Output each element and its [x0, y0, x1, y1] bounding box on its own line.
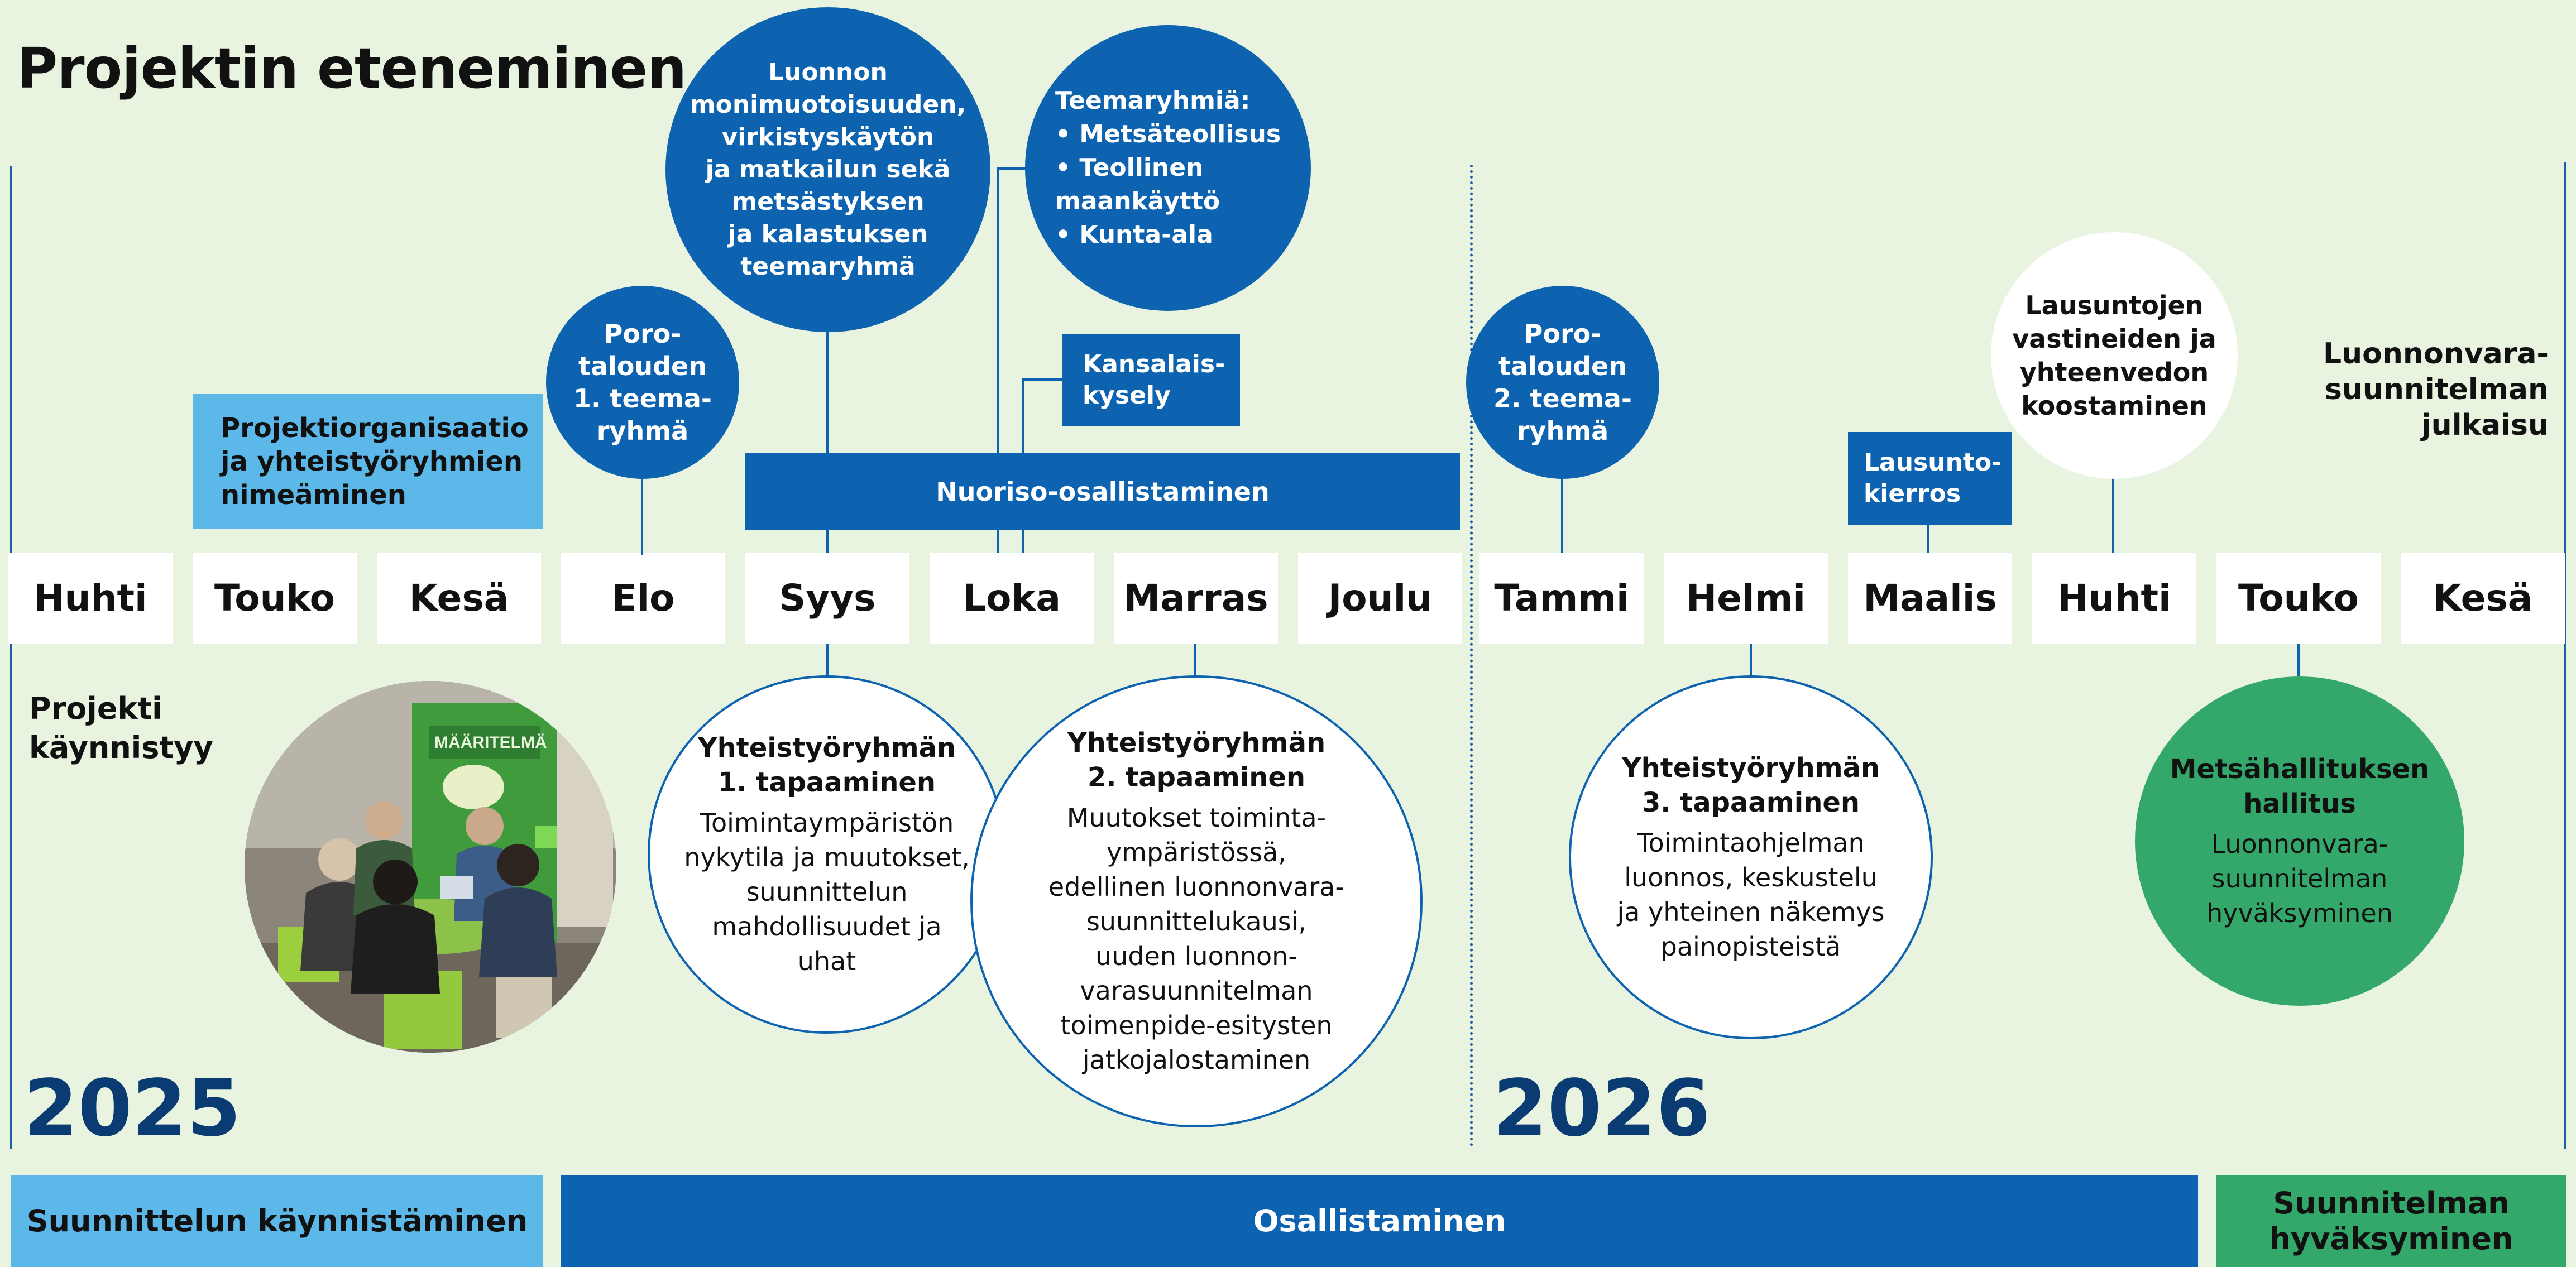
- projektiorganisaatio-box: Projektiorganisaatio ja yhteistyöryhmien…: [193, 394, 543, 529]
- month-syys: Syys: [745, 553, 909, 644]
- meeting2-title: Yhteistyöryhmän 2. tapaaminen: [1067, 727, 1326, 793]
- timeline-left-edge: [10, 166, 12, 1149]
- month-kesa-2026: Kesä: [2401, 553, 2565, 644]
- year-2025: 2025: [23, 1063, 241, 1154]
- nuoriso-osallistaminen-bar: Nuoriso-osallistaminen: [745, 453, 1460, 530]
- kansalaiskysely-connector-horizontal: [1022, 378, 1064, 381]
- projekti-kaynnistyy-label: Projekti käynnistyy: [29, 691, 213, 765]
- page-title: Projektin eteneminen: [17, 36, 687, 101]
- month-kesa-2025: Kesä: [377, 553, 541, 644]
- month-touko-2025: Touko: [193, 553, 357, 644]
- hallitus-connector: [2297, 644, 2300, 677]
- teemaryhmia-connector-horizontal: [997, 167, 1030, 170]
- teemaryhmia-label: Teemaryhmiä: • Metsäteollisus • Teolline…: [1055, 87, 1281, 249]
- meeting2-body: Muutokset toiminta- ympäristössä, edelli…: [1048, 803, 1345, 1075]
- lausuntojen-label: Lausuntojen vastineiden ja yhteenvedon k…: [2012, 290, 2216, 421]
- meeting3-title: Yhteistyöryhmän 3. tapaaminen: [1621, 752, 1880, 818]
- meeting1-body: Toimintaympäristön nykytila ja muutokset…: [684, 808, 970, 976]
- luonnon-teemaryhma-circle: Luonnon monimuotoisuuden, virkistyskäytö…: [665, 7, 990, 332]
- year-divider: [1470, 165, 1473, 1147]
- meeting2-connector: [1194, 644, 1196, 677]
- lausuntokierros-connector: [1927, 522, 1929, 553]
- timeline-right-edge: [2564, 162, 2566, 1149]
- lausuntokierros-box: Lausunto- kierros: [1848, 432, 2012, 525]
- meeting1-connector: [826, 644, 829, 677]
- photo-circle: MÄÄRITELMÄ: [245, 681, 616, 1053]
- phase-osallistaminen: Osallistaminen: [561, 1175, 2198, 1267]
- poro2-label: Poro- talouden 2. teema- ryhmä: [1493, 319, 1632, 446]
- month-marras: Marras: [1114, 553, 1278, 644]
- month-huhti-2025: Huhti: [8, 553, 173, 644]
- phase-hyvaksyminen: Suunnitelman hyväksyminen: [2216, 1175, 2566, 1267]
- meeting3-body: Toimintaohjelman luonnos, keskustelu ja …: [1617, 828, 1885, 962]
- year-2026: 2026: [1493, 1063, 1711, 1154]
- poro2-connector: [1561, 474, 1563, 553]
- lausuntojen-circle: Lausuntojen vastineiden ja yhteenvedon k…: [1991, 232, 2238, 479]
- meeting2-circle: Yhteistyöryhmän 2. tapaaminen Muutokset …: [970, 675, 1423, 1127]
- julkaisu-label: Luonnonvara- suunnitelman julkaisu: [2323, 337, 2549, 442]
- month-elo: Elo: [561, 553, 725, 644]
- poro1-circle: Poro- talouden 1. teema- ryhmä: [546, 286, 739, 479]
- poro2-circle: Poro- talouden 2. teema- ryhmä: [1466, 286, 1659, 479]
- hallitus-title: Metsähallituksen hallitus: [2170, 754, 2430, 819]
- phase-kaynnistaminen: Suunnittelun käynnistäminen: [11, 1175, 543, 1267]
- kansalaiskysely-box: Kansalais- kysely: [1062, 334, 1240, 426]
- meeting3-circle: Yhteistyöryhmän 3. tapaaminen Toimintaoh…: [1569, 675, 1933, 1039]
- meeting3-connector: [1750, 644, 1752, 677]
- month-touko-2026: Touko: [2216, 553, 2381, 644]
- month-tammi: Tammi: [1479, 553, 1644, 644]
- lausuntojen-connector: [2112, 474, 2114, 553]
- luonnon-teemaryhma-label: Luonnon monimuotoisuuden, virkistyskäytö…: [690, 58, 966, 281]
- month-loka: Loka: [930, 553, 1094, 644]
- teemaryhmia-connector-vertical: [997, 167, 999, 553]
- poro1-connector: [641, 477, 643, 555]
- hallitus-circle: Metsähallituksen hallitus Luonnonvara- s…: [2135, 676, 2464, 1006]
- month-helmi: Helmi: [1664, 553, 1828, 644]
- luonnon-connector: [826, 329, 829, 553]
- month-huhti-2026: Huhti: [2032, 553, 2196, 644]
- poro1-label: Poro- talouden 1. teema- ryhmä: [573, 319, 712, 446]
- month-joulu: Joulu: [1298, 553, 1462, 644]
- meeting1-circle: Yhteistyöryhmän 1. tapaaminen Toimintaym…: [648, 675, 1006, 1034]
- meeting1-title: Yhteistyöryhmän 1. tapaaminen: [697, 732, 956, 798]
- month-maalis: Maalis: [1848, 553, 2012, 644]
- people-meeting-photo-icon: MÄÄRITELMÄ: [245, 681, 616, 1053]
- hallitus-body: Luonnonvara- suunnitelman hyväksyminen: [2206, 829, 2393, 928]
- svg-text:MÄÄRITELMÄ: MÄÄRITELMÄ: [434, 733, 547, 752]
- teemaryhmia-circle: Teemaryhmiä: • Metsäteollisus • Teolline…: [1025, 25, 1311, 311]
